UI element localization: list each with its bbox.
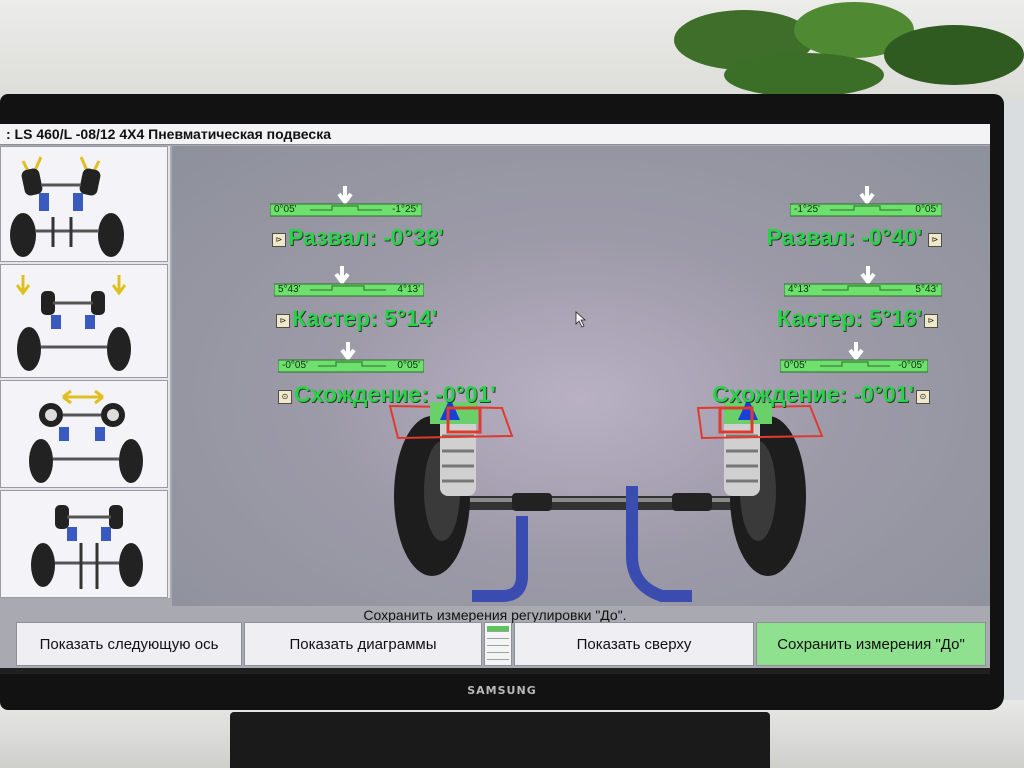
window-title: : LS 460/L -08/12 4X4 Пневматическая под… — [0, 124, 990, 145]
toe-view-icon — [29, 389, 143, 483]
show-top-view-button[interactable]: Показать сверху — [514, 622, 754, 666]
save-before-button[interactable]: Сохранить измерения "До" — [756, 622, 986, 666]
right-toe-toggle-icon[interactable]: ⊙ — [916, 390, 930, 404]
right-camber-toggle-icon[interactable]: ⊳ — [928, 233, 942, 247]
alignment-view: 0°05' -1°25' ⊳ Развал: -0°38' -1°25' 0°0… — [172, 146, 990, 606]
right-camber-max: 0°05' — [915, 204, 938, 215]
progress-segment — [487, 626, 509, 632]
left-toe-toggle-icon[interactable]: ⊙ — [278, 390, 292, 404]
left-caster-min: 5°43' — [278, 284, 301, 295]
left-camber-max: -1°25' — [392, 204, 418, 215]
right-toe-max: -0°05' — [898, 360, 924, 371]
progress-indicator — [484, 622, 512, 666]
left-caster-gauge: 5°43' 4°13' — [274, 264, 424, 300]
progress-segment — [487, 654, 509, 660]
camber-view-icon — [10, 156, 124, 257]
thumbnail-camber[interactable] — [0, 146, 168, 262]
left-camber-reading: Развал: -0°38' — [288, 224, 444, 250]
caster-view-icon — [15, 275, 131, 371]
right-caster-gauge: 4°13' 5°43' — [784, 264, 942, 300]
right-caster-max: 5°43' — [915, 284, 938, 295]
next-axle-button[interactable]: Показать следующую ось — [16, 622, 242, 666]
right-camber-reading: Развал: -0°40' — [766, 224, 922, 250]
left-toe-min: -0°05' — [282, 360, 308, 371]
right-toe-reading: Схождение: -0°01' — [712, 381, 914, 407]
right-toe-gauge: 0°05' -0°05' — [780, 340, 928, 376]
right-caster-toggle-icon[interactable]: ⊳ — [924, 314, 938, 328]
left-caster-max: 4°13' — [397, 284, 420, 295]
right-caster-reading: Кастер: 5°16' — [776, 305, 922, 331]
view-thumbnail-strip — [0, 146, 170, 598]
left-camber-toggle-icon[interactable]: ⊳ — [272, 233, 286, 247]
taskbar — [0, 668, 990, 674]
thumbnail-rear-axle[interactable] — [0, 490, 168, 598]
right-camber-min: -1°25' — [794, 204, 820, 215]
thumbnail-caster[interactable] — [0, 264, 168, 378]
left-camber-gauge: 0°05' -1°25' — [270, 184, 422, 220]
right-caster-min: 4°13' — [788, 284, 811, 295]
rear-axle-view-icon — [31, 505, 143, 589]
progress-segment — [487, 647, 509, 653]
plant-decoration — [674, 2, 1024, 97]
thumbnail-toe[interactable] — [0, 380, 168, 488]
show-diagrams-button[interactable]: Показать диаграммы — [244, 622, 482, 666]
left-toe-reading: Схождение: -0°01' — [294, 381, 496, 407]
left-toe-gauge: -0°05' 0°05' — [278, 340, 424, 376]
left-toe-max: 0°05' — [397, 360, 420, 371]
screen: : LS 460/L -08/12 4X4 Пневматическая под… — [0, 124, 990, 674]
left-camber-min: 0°05' — [274, 204, 297, 215]
monitor-stand — [230, 712, 770, 768]
right-toe-min: 0°05' — [784, 360, 807, 371]
monitor: SAMSUNG : LS 460/L -08/12 4X4 Пневматиче… — [0, 94, 1004, 710]
left-caster-reading: Кастер: 5°14' — [292, 305, 438, 331]
right-camber-gauge: -1°25' 0°05' — [790, 184, 942, 220]
monitor-brand: SAMSUNG — [467, 684, 537, 697]
front-axle-illustration — [388, 311, 824, 602]
progress-segment — [487, 633, 509, 639]
progress-segment — [487, 640, 509, 646]
status-message: Сохранить измерения регулировки "До". — [363, 607, 627, 623]
left-caster-toggle-icon[interactable]: ⊳ — [276, 314, 290, 328]
